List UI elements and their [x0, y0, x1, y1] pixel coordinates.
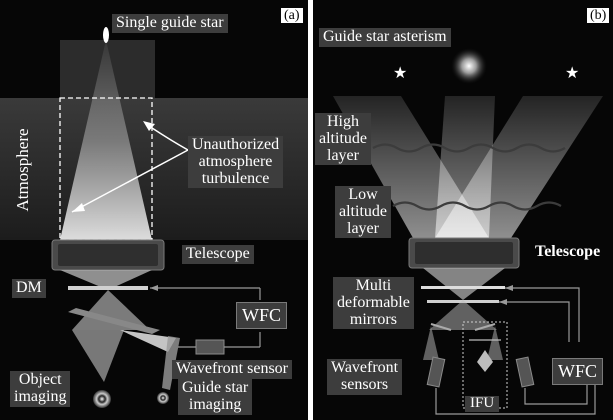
panel-b-tag: (b)	[587, 8, 610, 24]
star-left-icon: ★	[393, 63, 407, 82]
beam-after-dm	[72, 290, 150, 330]
multi-dm-line-3: mirrors	[349, 310, 397, 328]
right-wavefront-sensor	[515, 356, 535, 388]
panel-b-title: Guide star asterism	[319, 28, 451, 47]
telescope-lens	[58, 244, 158, 266]
low-layer-label: Low altitude layer	[335, 186, 391, 239]
low-layer-line-3: layer	[347, 219, 379, 237]
high-layer-line-3: layer	[327, 146, 359, 164]
object-imaging-line-2: imaging	[14, 387, 67, 405]
wfc-box: WFC	[552, 358, 604, 385]
panel-a: (a) Single guide star Atmosphere Unautho…	[0, 0, 308, 420]
wavefront-sensor-label: Wavefront sensor	[172, 360, 293, 379]
ifu-element-icon	[477, 350, 493, 372]
arrow-head-icon	[150, 285, 158, 291]
converging-beam	[60, 270, 152, 290]
guide-star-imaging-line-1: Guide star	[182, 379, 249, 396]
turbulence-label: Unauthorized atmosphere turbulence	[188, 136, 284, 189]
telescope-lens	[415, 242, 513, 264]
wavefront-sensor-device	[195, 339, 225, 355]
dm-label: DM	[12, 279, 46, 298]
wavefront-sensors-line-1: Wavefront	[331, 359, 399, 376]
object-beam	[72, 330, 124, 382]
atmosphere-label: Atmosphere	[13, 128, 32, 212]
right-sensor-line	[524, 378, 588, 405]
turbulence-line-3: turbulence	[201, 169, 270, 187]
left-wavefront-sensor	[426, 356, 446, 388]
arrow-head-icon	[143, 121, 155, 131]
telescope-label: Telescope	[182, 245, 254, 264]
dm-mirror-1	[421, 286, 505, 289]
multi-dm-line-2: deformable	[337, 293, 410, 311]
object-spot-icon	[93, 390, 111, 408]
guide-star-spot-icon	[157, 392, 169, 404]
panel-a-tag: (a)	[281, 8, 303, 24]
left-sensor-line	[435, 378, 596, 415]
wfc-box: WFC	[236, 302, 288, 329]
ifu-label: IFU	[465, 395, 500, 412]
turbulence-arrow-1	[71, 149, 189, 213]
panel-b-diagram: ★ ★	[333, 48, 603, 415]
low-layer-line-1: Low	[348, 186, 378, 203]
arrow-head-icon	[505, 285, 513, 291]
right-sensor-beam	[487, 326, 503, 360]
wavefront-sensors-line-2: sensors	[341, 375, 389, 393]
guide-star-beam	[162, 336, 180, 390]
panel-a-diagram	[0, 27, 308, 408]
beam-splitter	[68, 308, 160, 334]
arrow-head-icon	[499, 299, 507, 305]
splitter-left	[430, 323, 452, 331]
turbulence-line-2: atmosphere	[198, 152, 273, 170]
telescope-label: Telescope	[535, 243, 601, 260]
left-sensor-beam	[423, 326, 439, 360]
beam-cone	[60, 40, 152, 240]
panel-a-title: Single guide star	[112, 14, 228, 33]
dm-mirror	[68, 286, 148, 290]
object-imaging-line-1: Object	[18, 371, 62, 388]
guide-star-imaging-line-2: imaging	[188, 395, 242, 413]
sensor-beam	[120, 330, 176, 352]
galaxy-icon	[451, 48, 487, 84]
object-imaging-label: Object imaging	[10, 371, 71, 407]
multi-dm-line-1: Multi	[355, 277, 392, 294]
panel-b: ★ ★ (	[313, 0, 613, 420]
star-right-icon: ★	[565, 63, 579, 82]
high-layer-line-2: altitude	[319, 129, 367, 147]
multi-dm-label: Multi deformable mirrors	[333, 277, 414, 330]
turbulence-line-1: Unauthorized	[192, 136, 280, 153]
fan-right	[435, 96, 603, 238]
high-layer-wave	[372, 143, 566, 153]
dm2-control-line	[499, 301, 570, 342]
high-layer-label: High altitude layer	[315, 113, 371, 166]
high-layer-line-1: High	[326, 113, 359, 130]
low-layer-line-2: altitude	[339, 202, 387, 220]
guide-star-icon	[103, 27, 109, 43]
dm1-control-line	[505, 287, 580, 342]
splitter-right	[474, 323, 496, 331]
arrow-head-icon	[72, 203, 85, 212]
converging-beam	[423, 268, 505, 300]
wavefront-sensors-label: Wavefront sensors	[327, 359, 403, 395]
low-layer-wave	[392, 201, 562, 211]
guide-star-imaging-label: Guide star imaging	[178, 379, 253, 415]
